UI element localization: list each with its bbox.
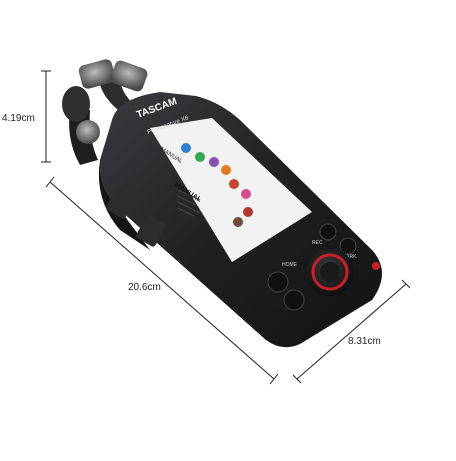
rec-dial[interactable]	[306, 248, 354, 296]
mark-button[interactable]	[339, 237, 357, 255]
length-dimension-line	[45, 176, 279, 385]
height-dimension-line	[41, 70, 51, 163]
width-dimension-line	[292, 279, 411, 384]
mic-arms	[62, 59, 148, 165]
rec-button-label: REC	[312, 240, 323, 246]
home-button-label: HOME	[282, 262, 298, 268]
screen-app-icons	[181, 143, 253, 227]
length-dimension-label: 20.6cm	[128, 282, 161, 293]
screen-text-lines	[177, 189, 201, 217]
rec-indicator	[372, 262, 380, 270]
height-dimension-label: 4.19cm	[2, 113, 35, 124]
play-button[interactable]	[283, 289, 305, 311]
mark-button-label: MARK	[342, 254, 357, 260]
touch-screen	[150, 118, 312, 262]
width-dimension-label: 8.31cm	[348, 336, 381, 347]
home-button[interactable]	[267, 271, 289, 293]
rec-button[interactable]	[319, 223, 337, 241]
